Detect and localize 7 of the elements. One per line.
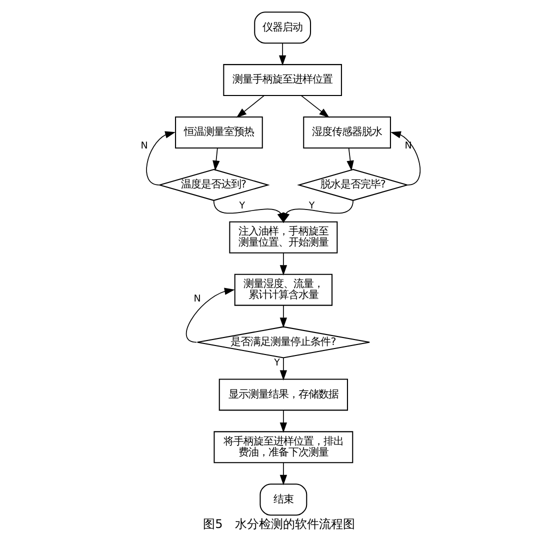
edge-label: Y [238, 200, 245, 212]
edge-label: Y [274, 358, 280, 369]
edge-label: N [404, 140, 412, 152]
edge-label: N [140, 140, 148, 152]
edge-label: N [193, 293, 200, 304]
caption: 图5 水分检测的软件流程图 [202, 517, 354, 532]
edge-label: Y [308, 200, 314, 212]
